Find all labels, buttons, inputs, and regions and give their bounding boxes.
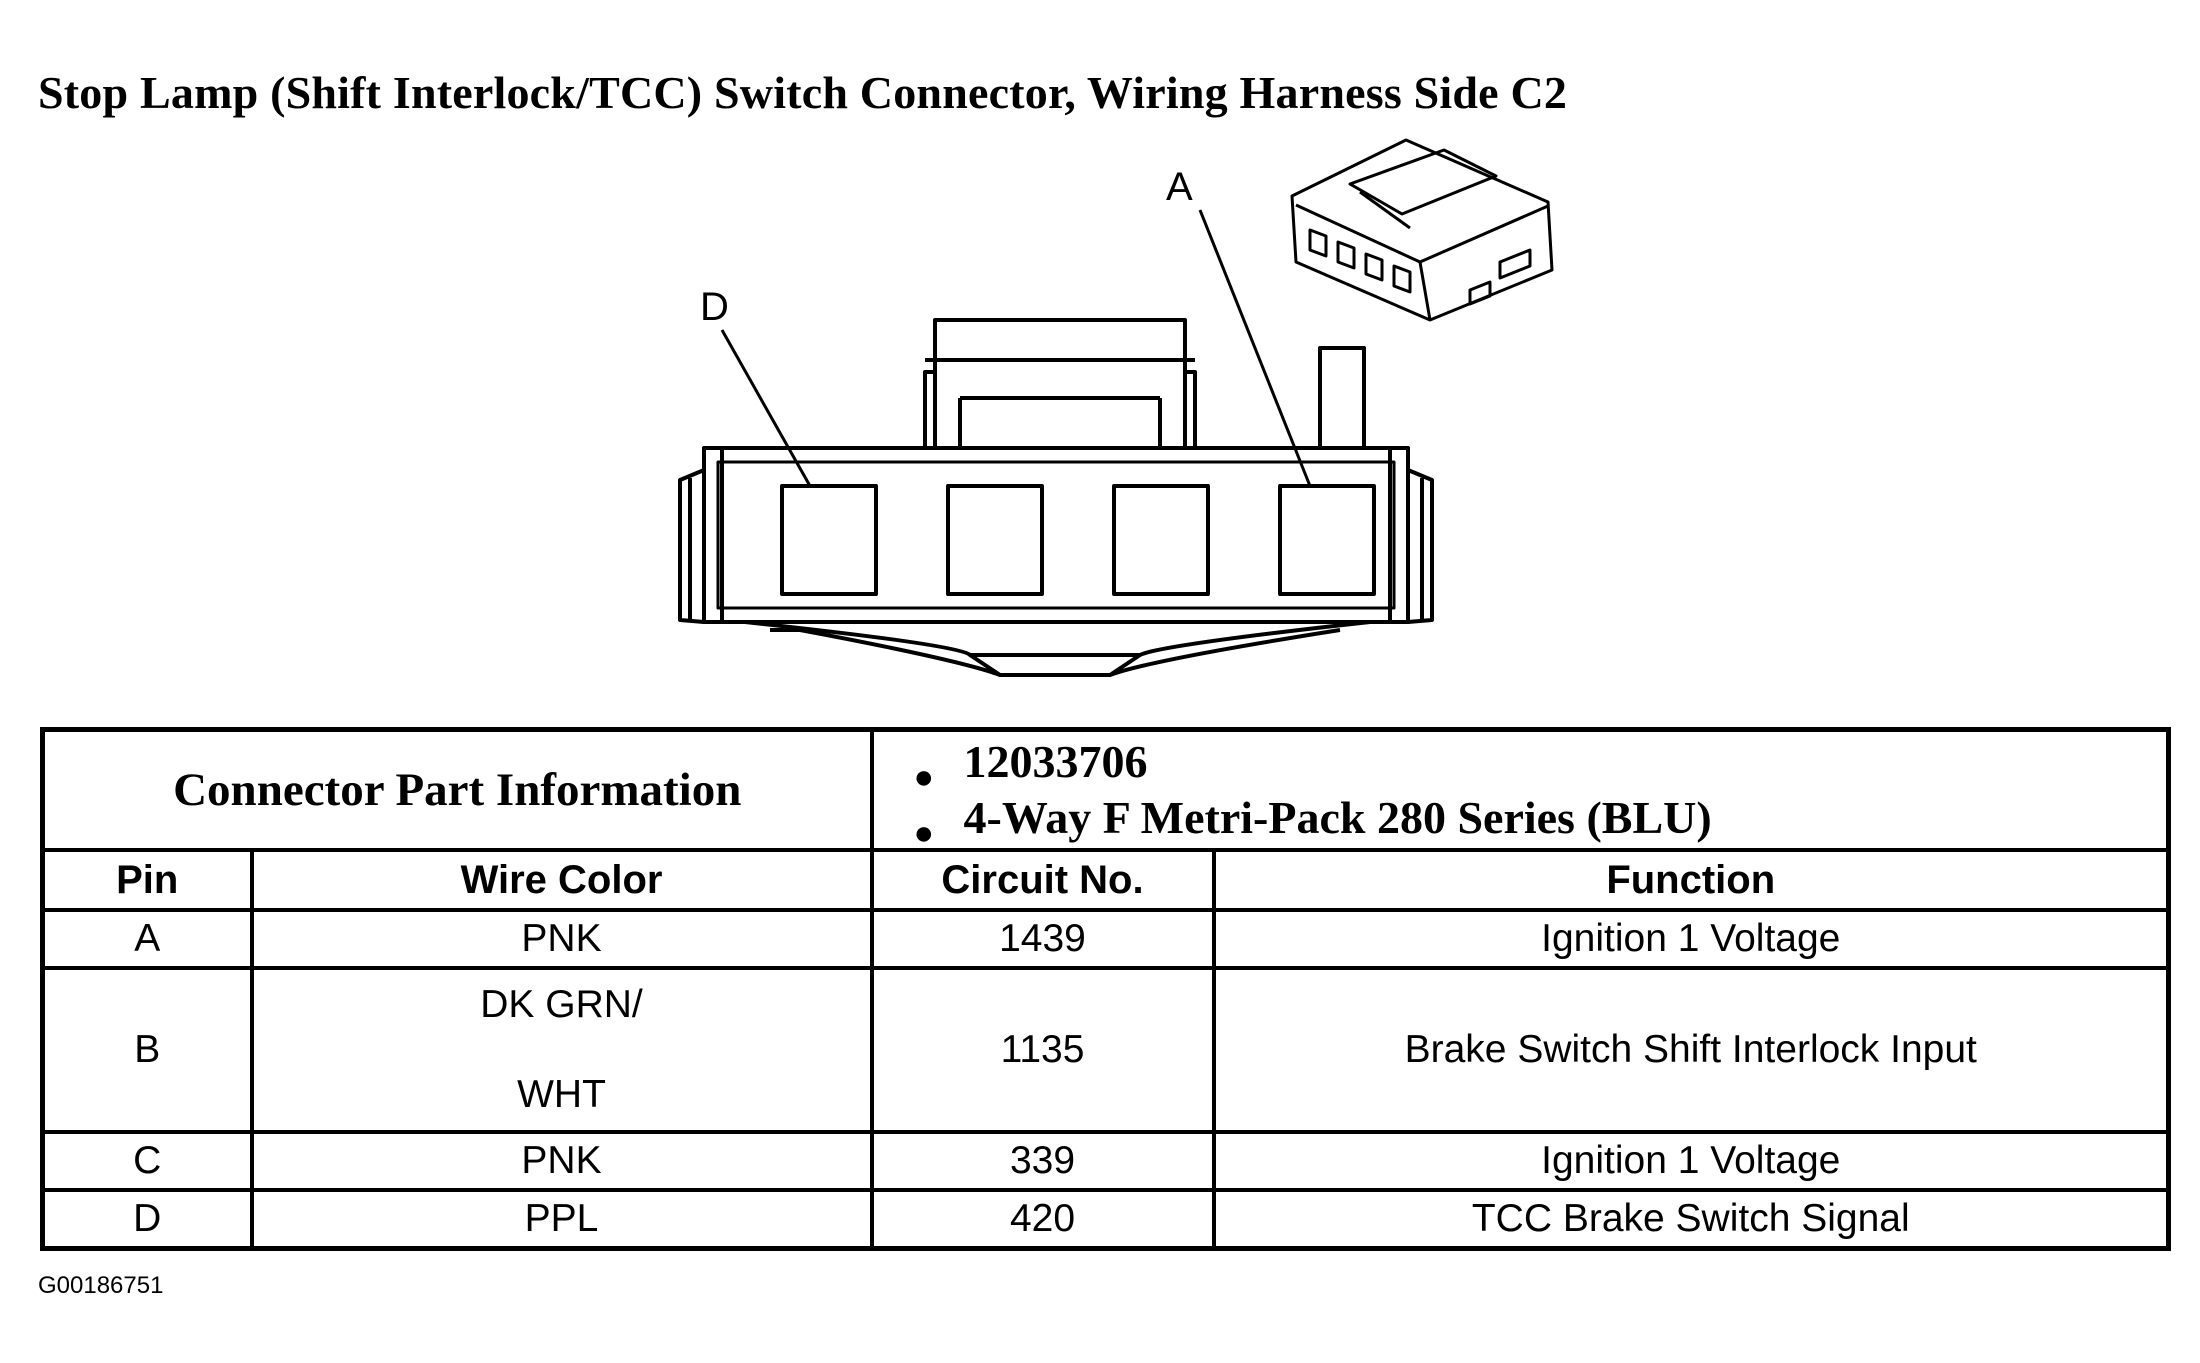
connector-iso-icon bbox=[1290, 138, 1554, 322]
cell-wire-color: PNK bbox=[249, 908, 874, 970]
diagram-title: Stop Lamp (Shift Interlock/TCC) Switch C… bbox=[38, 67, 1568, 118]
connector-latch bbox=[933, 318, 1187, 448]
bullet-icon: ● bbox=[913, 815, 935, 852]
connector-info-table: Connector Part Information ● 12033706 ● 4-… bbox=[40, 727, 2171, 1251]
cell-circuit: 339 bbox=[869, 1130, 1216, 1192]
pin-label-d: D bbox=[700, 285, 729, 329]
leader-d bbox=[720, 329, 812, 487]
cell-function: Brake Switch Shift Interlock Input bbox=[1211, 966, 2171, 1134]
wire-color-line2: WHT bbox=[517, 1073, 606, 1116]
cell-wire-color: PNK bbox=[249, 1130, 874, 1192]
table-header-row: Pin Wire Color Circuit No. Function bbox=[40, 848, 2171, 912]
table-row: B DK GRN/ WHT 1135 Brake Switch Shift In… bbox=[40, 966, 2171, 1134]
cell-pin: B bbox=[40, 966, 254, 1134]
bullet-icon: ● bbox=[913, 759, 935, 796]
cavity-b bbox=[1112, 484, 1210, 596]
header-pin: Pin bbox=[40, 848, 254, 912]
cavity-d bbox=[780, 484, 878, 596]
cell-pin: A bbox=[40, 908, 254, 970]
cell-circuit: 1135 bbox=[869, 966, 1216, 1134]
part-description: 4-Way F Metri-Pack 280 Series (BLU) bbox=[963, 792, 1712, 843]
cell-circuit: 1439 bbox=[869, 908, 1216, 970]
pin-label-a: A bbox=[1166, 165, 1193, 209]
header-circuit: Circuit No. bbox=[869, 848, 1216, 912]
cell-pin: C bbox=[40, 1130, 254, 1192]
cell-function: Ignition 1 Voltage bbox=[1211, 1130, 2171, 1192]
cell-wire-color: DK GRN/ WHT bbox=[249, 966, 874, 1134]
cell-pin: D bbox=[40, 1188, 254, 1251]
figure-id: G00186751 bbox=[38, 1272, 164, 1299]
table-row: C PNK 339 Ignition 1 Voltage bbox=[40, 1130, 2171, 1192]
cell-function: TCC Brake Switch Signal bbox=[1211, 1188, 2171, 1251]
cell-wire-color: PPL bbox=[249, 1188, 874, 1251]
cell-function: Ignition 1 Voltage bbox=[1211, 908, 2171, 970]
cavity-c bbox=[946, 484, 1044, 596]
part-info-row: Connector Part Information ● 12033706 ● 4-… bbox=[40, 727, 2171, 852]
part-info-values: ● 12033706 ● 4-Way F Metri-Pack 280 Series… bbox=[869, 727, 2171, 852]
cell-circuit: 420 bbox=[869, 1188, 1216, 1251]
leader-a bbox=[1198, 209, 1312, 487]
header-function: Function bbox=[1211, 848, 2171, 912]
cavity-a bbox=[1278, 484, 1376, 596]
lock-tab bbox=[1318, 346, 1366, 448]
part-info-label: Connector Part Information bbox=[40, 727, 874, 852]
connector-diagram: D A bbox=[678, 138, 1554, 677]
table-row: D PPL 420 TCC Brake Switch Signal bbox=[40, 1188, 2171, 1251]
header-wire-color: Wire Color bbox=[249, 848, 874, 912]
table-row: A PNK 1439 Ignition 1 Voltage bbox=[40, 908, 2171, 970]
part-number: 12033706 bbox=[963, 736, 1148, 787]
wire-color-line1: DK GRN/ bbox=[480, 983, 643, 1026]
